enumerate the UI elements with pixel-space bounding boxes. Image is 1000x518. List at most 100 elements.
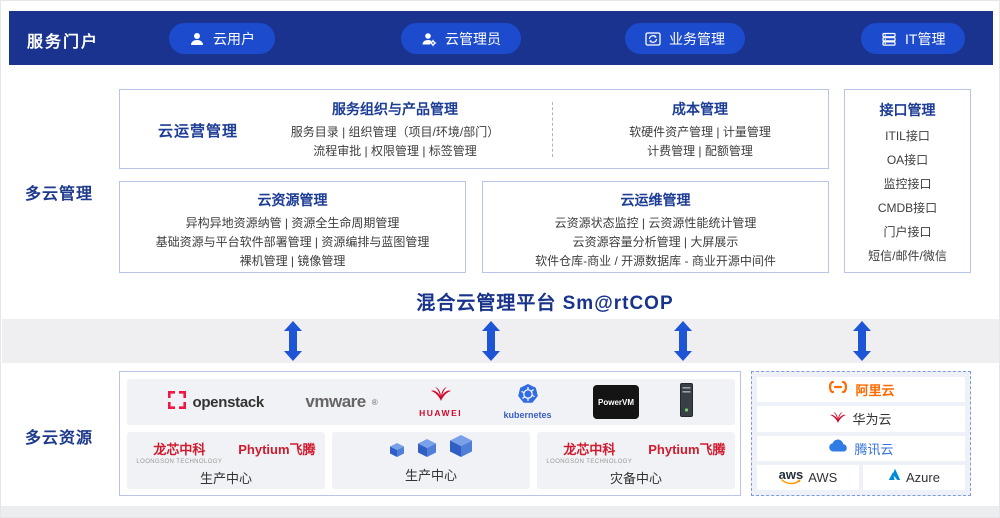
phytium-logo: Phytium飞腾 [648, 442, 726, 457]
huawei-logo: HUAWEI [419, 386, 463, 418]
box-line: 云资源容量分析管理 | 大屏展示 [572, 235, 739, 249]
double-arrow-icon [674, 321, 692, 361]
tencent-cloud-icon [828, 439, 848, 457]
multicloud-management-label: 多云管理 [25, 186, 94, 203]
vmware-logo: vmware ® [305, 392, 377, 412]
pill-cloud-user: 云用户 [169, 23, 275, 54]
disaster-recovery-chip: 龙芯中科 LOONGSON TECHNOLOGY Phytium飞腾 灾备中心 [537, 432, 735, 489]
registered-mark: ® [371, 397, 378, 407]
pill-cloud-admin: 云管理员 [401, 23, 521, 54]
section-line: 计费管理 | 配额管理 [647, 144, 753, 158]
interface-item: ITIL接口 [885, 129, 930, 143]
tencent-cloud-label: 腾讯云 [854, 441, 894, 457]
box-line: 裸机管理 | 镜像管理 [239, 254, 346, 268]
aws-row: aws AWS [757, 464, 859, 490]
user-icon [189, 31, 205, 47]
cube-icon [450, 435, 472, 462]
section-line: 流程审批 | 权限管理 | 标签管理 [313, 144, 477, 158]
cloud-split-row: aws AWS Azure [757, 464, 965, 490]
dashed-divider [552, 102, 553, 157]
double-arrow-icon [853, 321, 871, 361]
phytium-logo: Phytium飞腾 [238, 442, 316, 457]
azure-row: Azure [863, 464, 965, 490]
server-tower-icon [680, 382, 694, 422]
box-line: 软件仓库-商业 / 开源数据库 - 商业开源中间件 [535, 254, 776, 268]
service-product-section: 服务组织与产品管理 服务目录 | 组织管理（项目/环境/部门） 流程审批 | 权… [230, 99, 560, 161]
cloud-operations-title: 云运营管理 [157, 123, 238, 140]
huawei-cloud-label: 华为云 [852, 412, 892, 428]
section-title: 成本管理 [672, 101, 728, 117]
interface-item: 监控接口 [883, 177, 932, 191]
huawei-cloud-row: 华为云 [757, 406, 965, 432]
huawei-wordmark: HUAWEI [419, 407, 463, 418]
cost-management-section: 成本管理 软硬件资产管理 | 计量管理 计费管理 | 配额管理 [580, 99, 820, 161]
center-name: 生产中心 [404, 468, 457, 483]
box-line: 云资源状态监控 | 云资源性能统计管理 [554, 216, 757, 230]
double-arrow-icon [482, 321, 500, 361]
vmware-wordmark: vmware [305, 392, 366, 411]
double-arrow-icon [284, 321, 302, 361]
pill-label: 云管理员 [445, 30, 501, 47]
interface-item: 门户接口 [883, 225, 932, 239]
loongson-logo: 龙芯中科 LOONGSON TECHNOLOGY [136, 442, 223, 465]
cloud-maintenance-box: 云运维管理 云资源状态监控 | 云资源性能统计管理 云资源容量分析管理 | 大屏… [482, 181, 829, 273]
business-management-icon [645, 31, 661, 47]
pill-business-management: 业务管理 [625, 23, 745, 54]
production-center-chip: 生产中心 [332, 432, 530, 489]
openstack-wordmark: openstack [192, 393, 264, 411]
interface-item: OA接口 [886, 153, 929, 167]
pill-label: 业务管理 [669, 30, 725, 47]
kubernetes-wordmark: kubernetes [503, 410, 552, 420]
aws-logo: aws [779, 468, 803, 485]
pill-label: 云用户 [213, 30, 255, 47]
interface-item: CMDB接口 [877, 201, 938, 215]
production-center-chip: 龙芯中科 LOONGSON TECHNOLOGY Phytium飞腾 生产中心 [127, 432, 325, 489]
multicloud-resources-box: openstack vmware ® HUAWEI kubernetes Pow… [119, 371, 741, 496]
alibaba-cloud-row: 阿里云 [757, 377, 965, 403]
alibaba-cloud-label: 阿里云 [855, 383, 895, 399]
azure-icon [888, 468, 901, 486]
bottom-strip [1, 506, 999, 517]
box-title: 接口管理 [879, 102, 936, 118]
tech-logos-row: openstack vmware ® HUAWEI kubernetes Pow… [127, 379, 735, 425]
box-title: 云资源管理 [257, 192, 328, 208]
aws-label: AWS [808, 469, 838, 485]
section-title: 服务组织与产品管理 [332, 101, 458, 117]
cube-icon [418, 439, 436, 462]
center-name: 灾备中心 [609, 471, 662, 486]
multicloud-resources-label: 多云资源 [25, 430, 94, 447]
center-name: 生产中心 [199, 471, 252, 486]
interface-management-box: 接口管理 ITIL接口 OA接口 监控接口 CMDB接口 门户接口 短信/邮件/… [844, 89, 971, 273]
cloud-resource-box: 云资源管理 异构异地资源纳管 | 资源全生命周期管理 基础资源与平台软件部署管理… [119, 181, 466, 273]
cloud-operations-box: 云运营管理 服务组织与产品管理 服务目录 | 组织管理（项目/环境/部门） 流程… [119, 89, 829, 169]
powervm-wordmark: PowerVM [598, 397, 635, 407]
pill-label: IT管理 [905, 30, 946, 47]
kubernetes-logo: kubernetes [504, 384, 552, 420]
powervm-logo: PowerVM [593, 385, 640, 419]
tencent-cloud-row: 腾讯云 [757, 435, 965, 461]
cube-cluster [332, 432, 530, 462]
box-line: 基础资源与平台软件部署管理 | 资源编排与蓝图管理 [155, 235, 430, 249]
pill-it-management: IT管理 [861, 23, 966, 54]
kubernetes-icon [517, 384, 538, 409]
azure-label: Azure [906, 469, 940, 485]
admin-user-icon [421, 31, 437, 47]
loongson-logo: 龙芯中科 LOONGSON TECHNOLOGY [546, 442, 633, 465]
section-line: 软硬件资产管理 | 计量管理 [629, 125, 771, 139]
service-portal-band: 服务门户 云用户 云管理员 业务管理 IT管理 [9, 11, 993, 65]
interface-item: 短信/邮件/微信 [868, 249, 947, 263]
service-portal-label: 服务门户 [27, 34, 100, 51]
openstack-icon [168, 390, 187, 414]
api-band [2, 319, 999, 363]
openstack-logo: openstack [168, 390, 264, 414]
cube-icon [390, 443, 404, 462]
box-line: 异构异地资源纳管 | 资源全生命周期管理 [185, 216, 400, 230]
alibaba-cloud-icon [827, 380, 849, 399]
it-management-icon [881, 31, 897, 47]
box-title: 云运维管理 [620, 192, 691, 208]
public-clouds-box: 阿里云 华为云 腾讯云 aws AWS [751, 371, 971, 496]
platform-title: 混合云管理平台 Sm@rtCOP [416, 293, 674, 314]
huawei-flower-icon [830, 410, 847, 428]
section-line: 服务目录 | 组织管理（项目/环境/部门） [290, 125, 500, 139]
